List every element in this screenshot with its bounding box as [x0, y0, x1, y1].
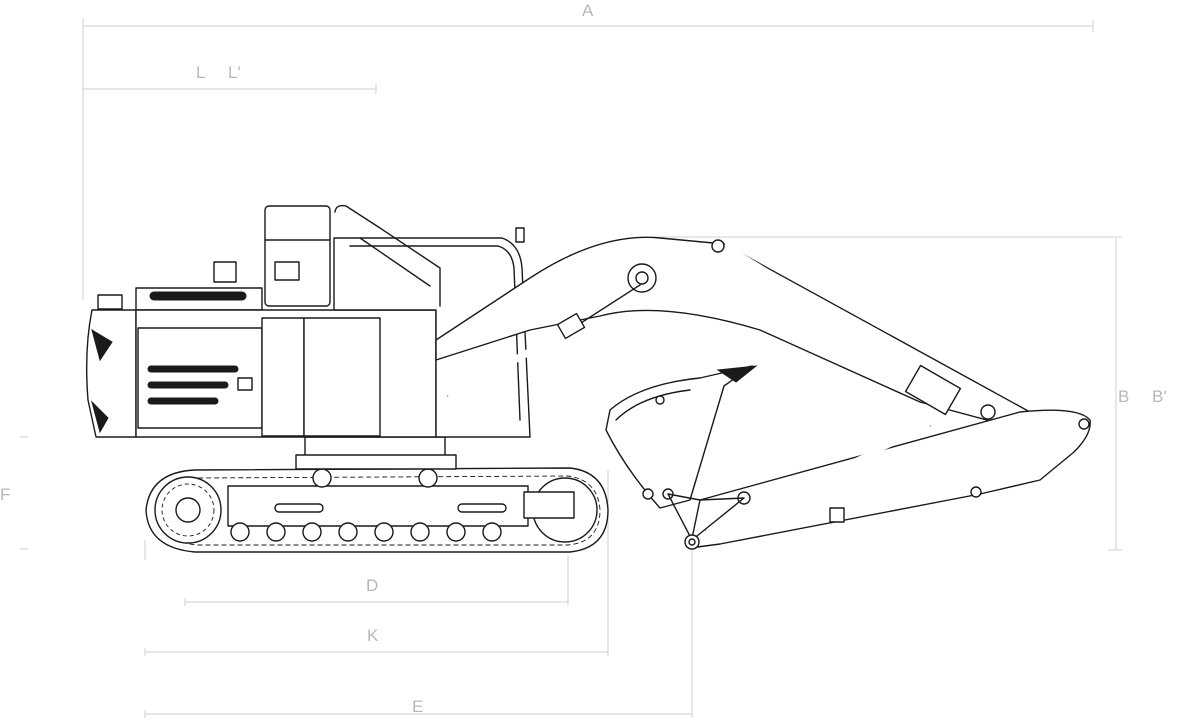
bucket-tooth — [716, 365, 758, 383]
arm-stick — [689, 409, 1091, 549]
track-roller — [266, 522, 286, 542]
arm-bracket — [904, 364, 962, 416]
label-e: E — [412, 697, 423, 716]
track-roller — [482, 522, 502, 542]
bucket-rim — [615, 389, 691, 421]
track-adjuster — [523, 491, 575, 519]
brand-badge — [237, 377, 253, 391]
label-b: B — [1118, 387, 1129, 406]
frame-slot-2 — [457, 503, 507, 513]
boom-cylinder-body — [446, 326, 572, 400]
arm-assembly — [689, 409, 1091, 549]
bucket-hinge-pin — [642, 488, 654, 500]
bucket — [605, 365, 753, 509]
label-b-prime: B' — [1152, 387, 1167, 406]
counterweight-mark — [91, 328, 113, 362]
grille-slat — [147, 365, 239, 373]
bucket-cylinder-body — [704, 423, 932, 533]
handrail-bar — [359, 237, 431, 287]
handrail-rear — [264, 205, 331, 307]
exhaust-stack — [213, 261, 237, 283]
cab-window — [349, 245, 521, 421]
hood-vent — [149, 291, 247, 301]
bucket-pivot-pin-inner — [688, 538, 696, 546]
boom — [435, 236, 1031, 431]
label-k: K — [367, 626, 379, 645]
track-roller — [410, 522, 430, 542]
arm-lug — [829, 507, 845, 523]
arm-cylinder-pin — [711, 239, 725, 253]
track-roller — [230, 522, 250, 542]
air-intake — [97, 294, 123, 310]
track-roller — [446, 522, 466, 542]
track-roller — [374, 522, 394, 542]
grille-slat — [147, 397, 219, 405]
bucket-bolt — [655, 395, 665, 405]
center-frame — [295, 454, 457, 470]
engine-side-panel — [137, 327, 263, 429]
arm-pin — [970, 486, 982, 498]
dimension-lines — [20, 18, 1122, 718]
grille-slat — [147, 381, 229, 389]
boom-arm-pin-inner — [635, 271, 649, 285]
sprocket-hub — [175, 497, 201, 523]
frame-slot-1 — [274, 503, 324, 513]
label-f: F — [0, 485, 10, 504]
operator-cab — [333, 237, 531, 438]
label-a: A — [582, 1, 594, 20]
boom-assembly — [435, 236, 1031, 431]
bucket-linkage — [667, 493, 745, 541]
bucket-assembly — [605, 365, 758, 550]
cab-light — [515, 227, 525, 243]
side-door-2 — [303, 317, 381, 437]
sprocket-teeth — [161, 483, 215, 537]
label-l-prime: L' — [228, 63, 241, 82]
counterweight — [85, 309, 137, 438]
track-undercarriage — [145, 436, 609, 553]
track-roller — [302, 522, 322, 542]
arm-cylinder-end-pin — [980, 404, 996, 420]
handrail-front — [334, 204, 441, 307]
label-l: L — [196, 63, 205, 82]
carrier-roller — [418, 468, 438, 488]
upper-structure — [85, 204, 531, 438]
arm-tip-pin — [1078, 418, 1090, 430]
beacon-light — [274, 261, 300, 281]
carrier-roller — [312, 468, 332, 488]
counterweight-mark — [91, 400, 109, 434]
boom-cylinder-collar — [556, 312, 586, 340]
swing-bearing — [304, 436, 446, 458]
label-d: D — [366, 576, 378, 595]
side-door-1 — [261, 317, 305, 437]
track-roller — [338, 522, 358, 542]
